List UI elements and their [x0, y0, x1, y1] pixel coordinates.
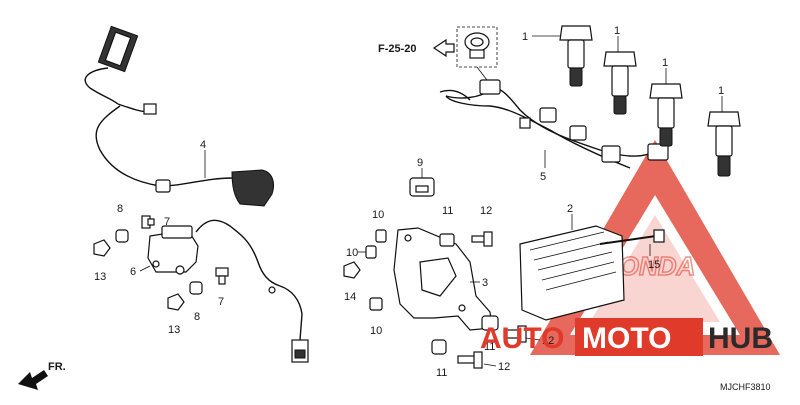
watermark-brand-left: AUTO	[480, 322, 564, 355]
ecu-bracket	[393, 227, 493, 331]
callout-1c: 1	[662, 57, 668, 69]
harness-clip	[409, 177, 435, 197]
collar-11a	[439, 233, 455, 247]
drawing-code: MJCHF3810	[720, 382, 771, 392]
callout-11a: 11	[442, 205, 453, 217]
callout-12b: 12	[542, 335, 554, 347]
reference-arrow	[432, 38, 455, 58]
collar-11b	[481, 315, 499, 331]
nut-13a	[93, 239, 111, 257]
watermark-brand-mid: MOTO	[582, 322, 671, 355]
sensor-connector-pins	[294, 349, 306, 359]
callout-11b: 11	[484, 341, 495, 353]
leader-12c	[483, 363, 497, 367]
bolt-12c	[457, 351, 483, 369]
grommet-8a	[115, 229, 129, 243]
ignition-coil-1	[559, 25, 593, 87]
grommet-10a	[375, 229, 387, 243]
callout-10b: 10	[346, 247, 358, 259]
callout-12a: 12	[480, 205, 492, 217]
callout-6: 6	[130, 266, 136, 278]
callout-2: 2	[567, 203, 573, 215]
ignition-coil-4	[707, 111, 741, 177]
grommet-10c	[369, 297, 383, 311]
collar-11c	[431, 339, 447, 355]
callout-5: 5	[540, 171, 546, 183]
bolt-7a	[141, 215, 155, 229]
callout-7a: 7	[164, 216, 170, 228]
wire-harness-left	[84, 25, 275, 207]
callout-13a: 13	[94, 271, 106, 283]
callout-12c: 12	[498, 361, 510, 373]
leader-12b	[525, 337, 541, 341]
callout-3: 3	[482, 277, 488, 289]
callout-14: 14	[344, 291, 356, 303]
callout-9: 9	[417, 157, 423, 169]
leader-6	[139, 265, 151, 272]
callout-7b: 7	[218, 296, 224, 308]
reference-label: F-25-20	[378, 43, 417, 55]
bolt-12b	[503, 325, 527, 343]
grommet-10b	[365, 245, 377, 259]
callout-11c: 11	[436, 367, 447, 379]
callout-4: 4	[200, 139, 206, 151]
callout-15: 15	[648, 259, 660, 271]
long-bolt	[599, 229, 665, 245]
callout-8b: 8	[194, 311, 200, 323]
watermark-brand-right: HUB	[708, 322, 773, 355]
callout-13b: 13	[168, 324, 180, 336]
nut-14	[343, 261, 361, 279]
watermark-brand: AUTO MOTO HUB	[480, 318, 773, 356]
ecu-unit	[519, 225, 625, 321]
callout-1a: 1	[522, 31, 528, 43]
ignition-coil-3	[649, 83, 683, 147]
ignition-coil-2	[603, 51, 637, 115]
callout-1d: 1	[718, 85, 724, 97]
sensor-wire	[195, 219, 303, 341]
bank-angle-sensor	[147, 225, 199, 275]
callout-8a: 8	[117, 203, 123, 215]
front-arrow	[18, 370, 48, 390]
callout-1b: 1	[614, 25, 620, 37]
front-label: FR.	[48, 361, 66, 373]
grommet-8b	[189, 281, 203, 295]
callout-10a: 10	[372, 209, 384, 221]
nut-13b	[167, 293, 185, 311]
wire-clip	[268, 286, 276, 294]
clamp-detail	[464, 32, 490, 59]
bolt-12a	[471, 231, 493, 247]
callout-10c: 10	[370, 325, 382, 337]
coil-sub-harness	[439, 79, 669, 169]
bolt-7b	[215, 267, 229, 285]
